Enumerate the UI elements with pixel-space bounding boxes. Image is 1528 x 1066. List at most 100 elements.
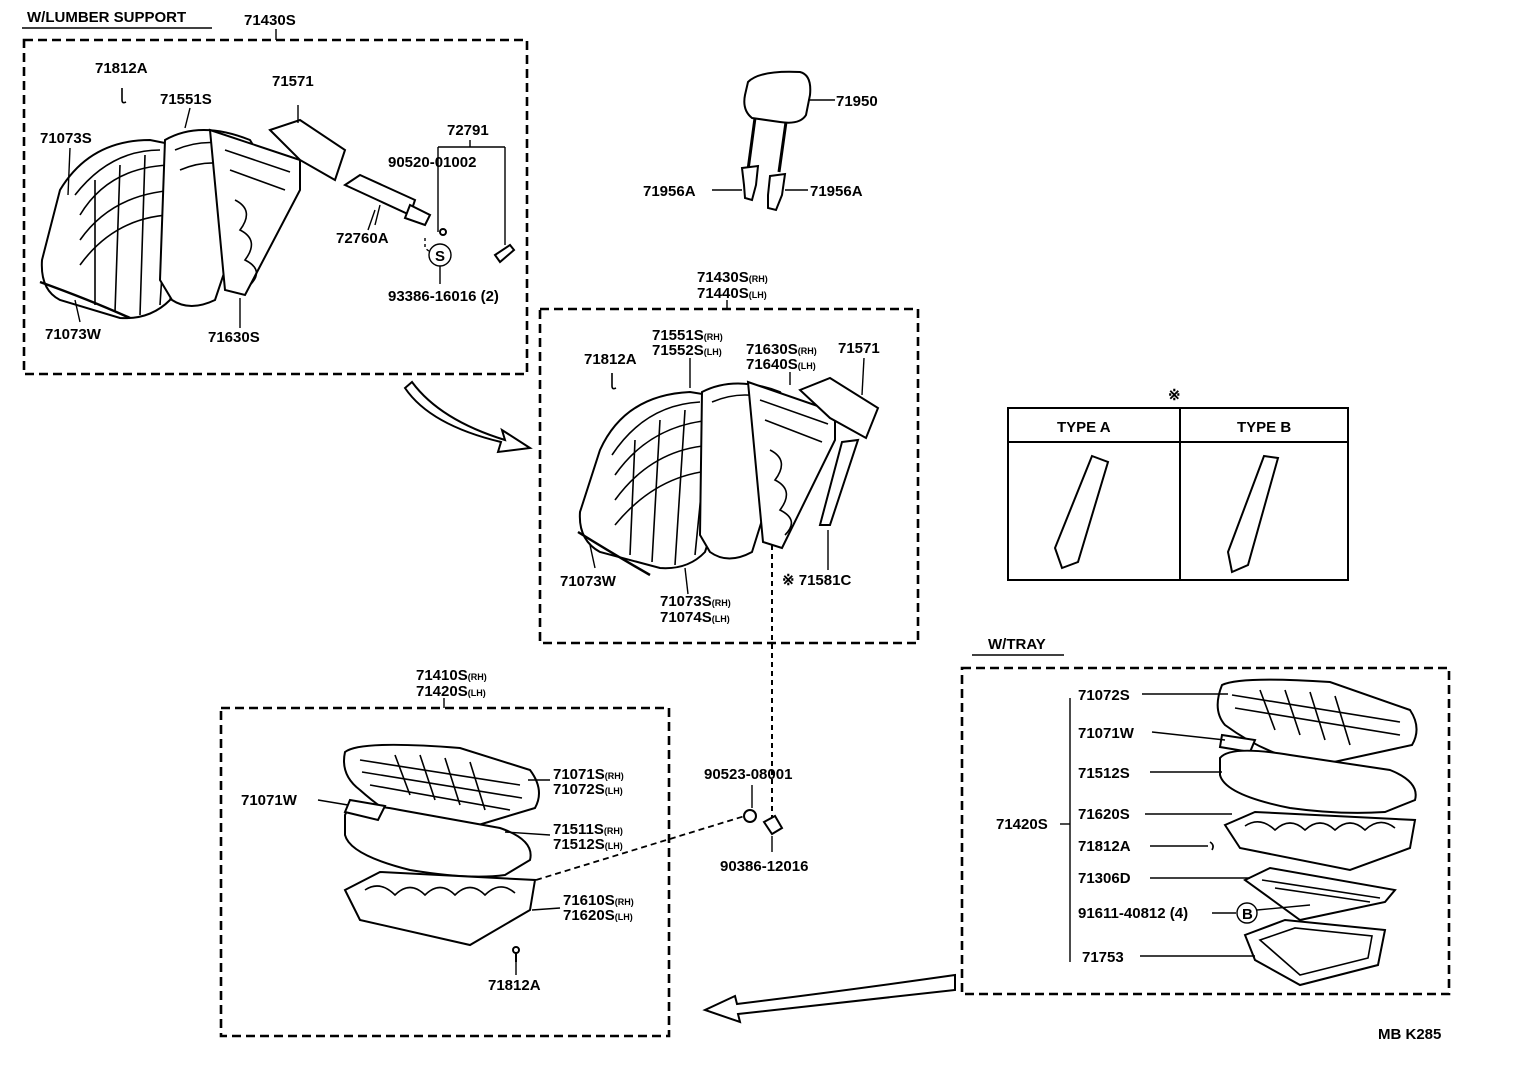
- dashed-connection-line: [535, 814, 749, 881]
- standard-seatback-group-box: [538, 307, 920, 645]
- leader-line: [504, 831, 551, 836]
- part-label-71753: 71753: [1082, 949, 1124, 966]
- part-label-71620S-lh: 71620S(LH): [563, 907, 633, 924]
- part-label-71071W-tray: 71071W: [1078, 725, 1135, 742]
- leader-line: [1256, 904, 1311, 911]
- tray-drawing: [1243, 918, 1387, 987]
- part-label-71610S-rh: 71610S(RH): [563, 892, 634, 909]
- type-legend-table: [1007, 407, 1349, 581]
- part-label-71420S-lh: 71420S(LH): [416, 683, 486, 700]
- part-label-71581C: ※ 71581C: [782, 572, 851, 589]
- part-label-71571: 71571: [272, 73, 314, 90]
- part-label-71571-center: 71571: [838, 340, 880, 357]
- part-label-71956A-left: 71956A: [643, 183, 696, 200]
- part-label-90523-08001: 90523-08001: [704, 766, 792, 783]
- lumbar-plate-center-drawing: [798, 376, 880, 440]
- part-label-71072S-tray: 71072S: [1078, 687, 1130, 704]
- type-b-header: TYPE B: [1237, 419, 1291, 436]
- drawing-code: MB K285: [1378, 1026, 1441, 1043]
- leader-line: [1151, 731, 1226, 741]
- cushion-frame-drawing: [343, 870, 537, 947]
- part-label-71812A-tray: 71812A: [1078, 838, 1131, 855]
- lumber-support-group-box: [22, 38, 529, 376]
- part-label-71071W: 71071W: [241, 792, 298, 809]
- nut-drawing: [743, 809, 757, 823]
- part-label-71630S-rh: 71630S(RH): [746, 341, 817, 358]
- legend-symbol: ※: [1168, 387, 1181, 404]
- part-label-71420S-tray: 71420S: [996, 816, 1048, 833]
- part-label-90386-12016: 90386-12016: [720, 858, 808, 875]
- part-label-71074S-lh: 71074S(LH): [660, 609, 730, 626]
- leader-line-bracket: [437, 140, 506, 245]
- screw-drawing: [439, 228, 516, 264]
- marker-s-label: S: [435, 248, 445, 265]
- tray-cushion-cover-drawing: [1216, 678, 1418, 767]
- part-label-71812A-bottom: 71812A: [488, 977, 541, 994]
- section-title-lumber-support: W/LUMBER SUPPORT: [27, 9, 186, 26]
- part-label-71071S-rh: 71071S(RH): [553, 766, 624, 783]
- leader-line: [367, 209, 376, 231]
- seat-back-frame-drawing: [208, 128, 301, 297]
- seat-cushion-group-box: [219, 706, 671, 1038]
- part-label-71306D: 71306D: [1078, 870, 1131, 887]
- part-label-71512S-lh: 71512S(LH): [553, 836, 623, 853]
- wire-71073W-drawing: [39, 280, 131, 320]
- part-label-71511S-rh: 71511S(RH): [553, 821, 623, 838]
- seat-back-frame-center-drawing: [746, 380, 836, 550]
- leader-line: [424, 238, 431, 253]
- clip-71812A-center-drawing: [611, 373, 617, 390]
- part-label-71430S-rh: 71430S(RH): [697, 269, 768, 286]
- arrow-to-seat-cushion: [702, 973, 956, 1024]
- marker-b: [1236, 902, 1258, 924]
- part-label-71812A-center: 71812A: [584, 351, 637, 368]
- part-label-71430S: 71430S: [244, 12, 296, 29]
- leader-line: [74, 299, 81, 323]
- side-panel-71581C-drawing: [818, 438, 860, 526]
- tray-clip-drawing: [1209, 841, 1214, 851]
- clip-71812A-drawing: [121, 88, 127, 104]
- part-label-71073S-rh: 71073S(RH): [660, 593, 731, 610]
- marker-b-label: B: [1242, 906, 1253, 923]
- bolt-drawing: [762, 814, 784, 836]
- lumbar-lever-72760A-drawing: [342, 173, 432, 227]
- part-label-71552S-lh: 71552S(LH): [652, 342, 722, 359]
- part-label-71812A: 71812A: [95, 60, 148, 77]
- part-label-71640S-lh: 71640S(LH): [746, 356, 816, 373]
- leader-line: [589, 544, 596, 569]
- clip-head: [512, 946, 520, 954]
- type-b-panel-drawing: [1226, 454, 1280, 574]
- leader-line: [861, 357, 865, 396]
- part-label-71956A-right: 71956A: [810, 183, 863, 200]
- type-a-panel-drawing: [1053, 454, 1110, 570]
- part-label-71073W-center: 71073W: [560, 573, 617, 590]
- leader-line: [184, 107, 191, 129]
- type-a-header: TYPE A: [1057, 419, 1111, 436]
- tray-bracket-drawing: [1243, 866, 1397, 922]
- part-label-72791: 72791: [447, 122, 489, 139]
- tray-group-box: [960, 666, 1451, 996]
- arrow-to-standard-seatback: [403, 380, 533, 454]
- part-label-71073S: 71073S: [40, 130, 92, 147]
- part-label-71410S-rh: 71410S(RH): [416, 667, 487, 684]
- wire-71073W-center-drawing: [577, 530, 651, 577]
- part-label-71072S-lh: 71072S(LH): [553, 781, 623, 798]
- section-title-tray: W/TRAY: [988, 636, 1046, 653]
- tray-cushion-frame-drawing: [1223, 810, 1417, 872]
- tray-cushion-pad-drawing: [1219, 749, 1417, 814]
- part-label-71073W: 71073W: [45, 326, 102, 343]
- wire-71071W-drawing: [343, 798, 387, 822]
- part-label-90520-01002: 90520-01002: [388, 154, 476, 171]
- lumbar-plate-71571-drawing: [268, 105, 347, 182]
- part-label-71512S-tray: 71512S: [1078, 765, 1130, 782]
- part-label-72760A: 72760A: [336, 230, 389, 247]
- leader-line: [684, 567, 689, 595]
- part-label-71440S-lh: 71440S(LH): [697, 285, 767, 302]
- part-label-71620S-tray: 71620S: [1078, 806, 1130, 823]
- headrest-drawing: [740, 70, 812, 212]
- part-label-71630S: 71630S: [208, 329, 260, 346]
- leader-line: [67, 147, 71, 196]
- part-label-71551S: 71551S: [160, 91, 212, 108]
- part-label-71551S-rh: 71551S(RH): [652, 327, 723, 344]
- part-label-93386-16016: 93386-16016 (2): [388, 288, 499, 305]
